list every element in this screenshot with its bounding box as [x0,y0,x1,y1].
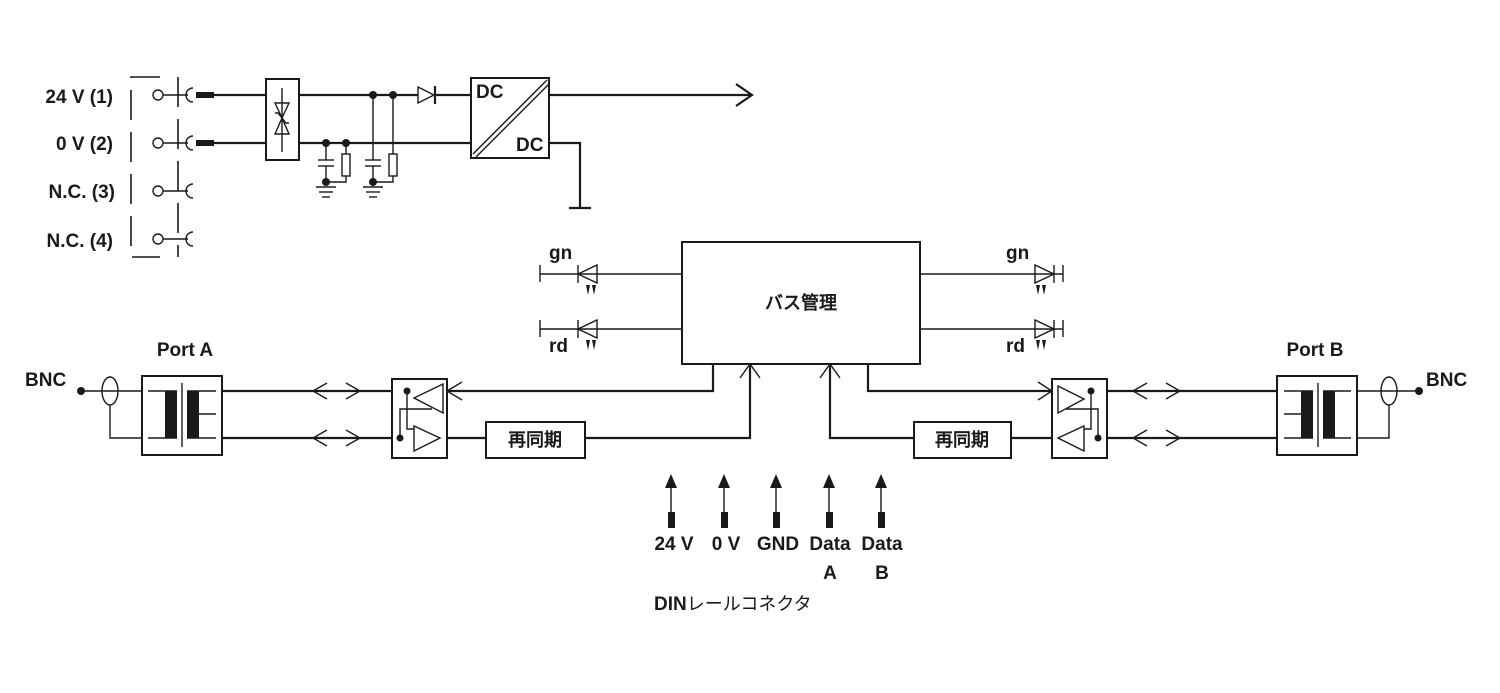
arrow-icon [445,381,463,401]
terminal-3 [152,183,194,199]
resync-left-label: 再同期 [508,430,562,451]
bnc-b-connector [1415,387,1423,395]
port-a: Port A BNC [25,340,223,456]
arrow-icon [739,362,761,379]
din-pin-data-b [875,474,887,528]
transceiver-a [391,378,448,459]
resync-right-label: 再同期 [935,430,989,451]
bnc-b-label: BNC [1426,370,1467,391]
tvs-diode-block [265,78,300,161]
dc-output-label: DC [516,135,544,156]
din-pin-label: Data [809,534,851,555]
led-left-gn: gn [539,243,682,295]
bidirectional-arrow-icon [1131,429,1182,447]
arrow-icon [819,362,841,379]
resync-right-block: 再同期 [913,421,1012,459]
power-terminal-block: 24 V (1) 0 V (2) N.C. (3) N.C. (4) [45,76,266,258]
led-left-gn-label: gn [549,243,572,264]
terminal-label-3: N.C. (3) [49,182,116,203]
bnc-a-label: BNC [25,370,66,391]
bidirectional-arrow-icon [311,382,362,400]
terminal-label-1: 24 V (1) [45,87,113,108]
dc-dc-converter: DC DC [470,77,550,159]
bus-management-label: バス管理 [765,292,837,314]
led-right-rd-label: rd [1006,336,1025,357]
led-right-gn: gn [920,243,1064,295]
resync-b-to-bus-line [828,364,914,440]
din-pin-gnd [770,474,782,528]
terminal-housing [130,76,160,258]
led-right-rd: rd [920,318,1064,357]
din-pin-data-a [823,474,835,528]
led-left-rd: rd [539,318,682,357]
port-a-label: Port A [157,340,214,361]
resync-a-to-bus-line [585,364,752,440]
output-arrow-icon [735,83,754,107]
din-pin-label: Data [861,534,903,555]
din-pin-24v [665,474,677,528]
terminal-label-4: N.C. (4) [47,231,114,252]
bidirectional-arrow-icon [1131,382,1182,400]
bus-to-port-b-line [866,364,1052,393]
bus-management-block: バス管理 [681,241,921,365]
transceiver-b [1051,378,1108,459]
bus-to-port-a-line [447,364,715,393]
dc-input-label: DC [476,82,504,103]
emi-filter-1 [316,139,351,198]
din-pin-label: 24 V [654,534,693,555]
terminal-4 [152,231,194,247]
transformer-b [1276,375,1358,456]
din-rail-connector-title: DINレールコネクタ [654,594,812,615]
din-pin-sublabel: A [823,563,837,584]
port-b: Port B BNC [1276,340,1467,456]
din-pin-0v [718,474,730,528]
din-pin-label: 0 V [712,534,741,555]
terminal-2 [152,135,266,151]
led-left-rd-label: rd [549,336,568,357]
din-pin-label: GND [757,534,799,555]
port-b-label: Port B [1287,340,1344,361]
ground-lead [549,141,582,208]
terminal-label-2: 0 V (2) [56,134,113,155]
reverse-polarity-diode [417,85,471,105]
emi-filter-2 [363,91,398,198]
led-right-gn-label: gn [1006,243,1029,264]
bidirectional-arrow-icon [311,429,362,447]
din-rail-pins: 24 V 0 V GND Data Data A B DINレールコネクタ [654,474,903,615]
din-pin-sublabel: B [875,563,889,584]
resync-left-block: 再同期 [485,421,586,459]
terminal-1 [152,87,266,103]
